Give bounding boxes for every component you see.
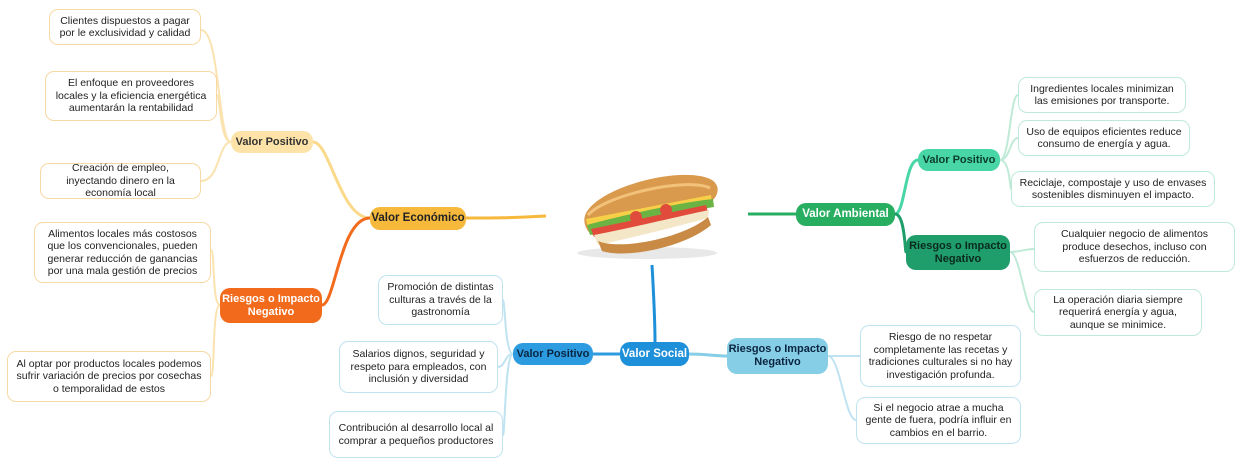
ambiental-negativo-item-1: Cualquier negocio de alimentos produce d… (1034, 222, 1235, 272)
social-negativo-node[interactable]: Riesgos o Impacto Negativo (727, 338, 828, 374)
center-sandwich-image (546, 155, 748, 263)
economico-negativo-item-1: Alimentos locales más costosos que los c… (34, 222, 211, 283)
ambiental-negativo-item-2: La operación diaria siempre requerirá en… (1034, 289, 1202, 336)
economico-positivo-item-1: Clientes dispuestos a pagar por le exclu… (49, 9, 201, 45)
economico-negativo-item-2: Al optar por productos locales podemos s… (7, 351, 211, 402)
ambiental-negativo-node[interactable]: Riesgos o Impacto Negativo (906, 235, 1010, 270)
economico-negativo-node[interactable]: Riesgos o Impacto Negativo (220, 288, 322, 323)
social-positivo-item-2: Salarios dignos, seguridad y respeto par… (339, 341, 498, 393)
ambiental-node[interactable]: Valor Ambiental (796, 203, 895, 226)
social-positivo-item-1: Promoción de distintas culturas a través… (378, 275, 503, 325)
economico-positivo-item-2: El enfoque en proveedores locales y la e… (45, 71, 217, 121)
ambiental-positivo-item-3: Reciclaje, compostaje y uso de envases s… (1011, 171, 1215, 207)
social-negativo-item-1: Riesgo de no respetar completamente las … (860, 325, 1021, 387)
social-node[interactable]: Valor Social (620, 342, 689, 366)
economico-positivo-item-3: Creación de empleo, inyectando dinero en… (40, 162, 201, 199)
social-positivo-node[interactable]: Valor Positivo (513, 343, 593, 365)
sandwich-icon (577, 174, 718, 259)
ambiental-positivo-item-2: Uso de equipos eficientes reduce consumo… (1018, 120, 1190, 156)
social-negativo-item-2: Si el negocio atrae a mucha gente de fue… (856, 397, 1021, 444)
economico-positivo-node[interactable]: Valor Positivo (231, 131, 313, 153)
social-positivo-item-3: Contribución al desarrollo local al comp… (329, 411, 503, 458)
economico-node[interactable]: Valor Económico (370, 207, 466, 230)
ambiental-positivo-node[interactable]: Valor Positivo (918, 149, 1000, 171)
ambiental-positivo-item-1: Ingredientes locales minimizan las emisi… (1018, 77, 1186, 113)
